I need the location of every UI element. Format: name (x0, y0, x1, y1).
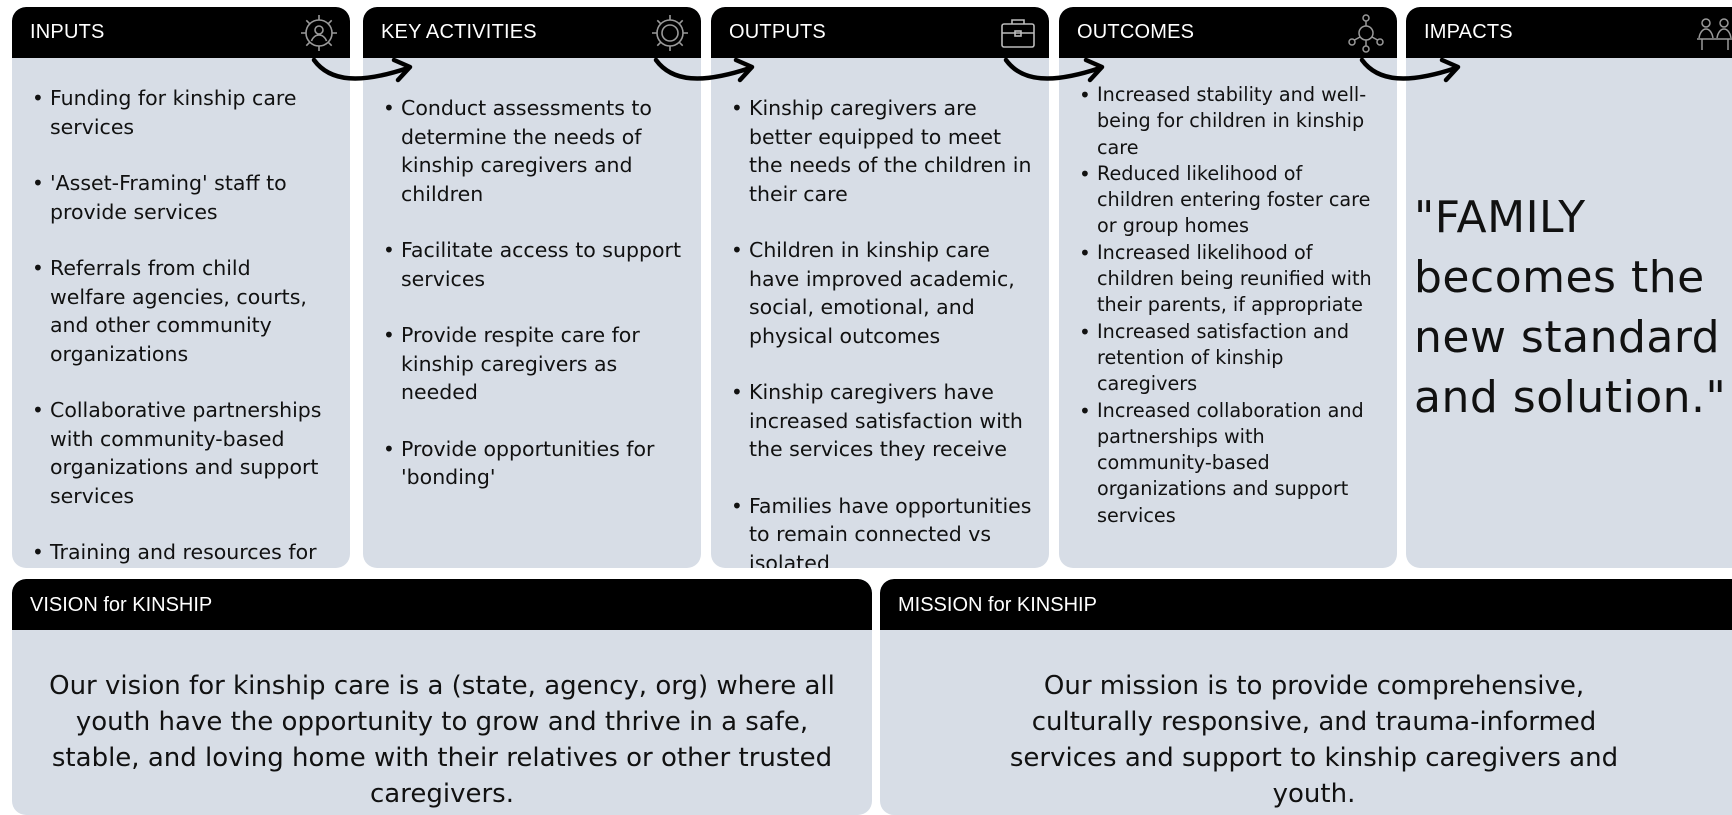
list-item: Children in kinship care have improved a… (731, 236, 1037, 350)
column-header-outputs: OUTPUTS (711, 7, 1049, 58)
list-item: Collaborative partnerships with communit… (32, 396, 332, 510)
list-item: Facilitate access to support services (383, 236, 683, 293)
column-title: OUTPUTS (729, 21, 826, 43)
column-title: IMPACTS (1424, 21, 1513, 43)
vision-panel: VISION for KINSHIP Our vision for kinshi… (12, 579, 872, 815)
column-title: INPUTS (30, 21, 105, 43)
impact-quote: "FAMILY becomes the new standard and sol… (1414, 192, 1727, 423)
list-item: Increased collaboration and partnerships… (1079, 398, 1385, 529)
mission-header: MISSION for KINSHIP (880, 579, 1732, 630)
mission-title: MISSION for KINSHIP (898, 594, 1097, 616)
list-item: 'Asset-Framing' staff to provide service… (32, 169, 332, 226)
column-key-activities: KEY ACTIVITIES Conduct assessments to de… (363, 7, 701, 568)
list-item: Training and resources for kinship careg… (32, 538, 332, 568)
list-item: Funding for kinship care services (32, 84, 332, 141)
person-gear-icon (301, 15, 337, 51)
column-header-outcomes: OUTCOMES (1059, 7, 1397, 58)
vision-header: VISION for KINSHIP (12, 579, 872, 630)
group-network-icon (1348, 14, 1384, 53)
mission-text: Our mission is to provide comprehensive,… (1009, 671, 1619, 809)
flow-arrow-icon (653, 57, 755, 83)
column-title: OUTCOMES (1077, 21, 1195, 43)
column-header-key-activities: KEY ACTIVITIES (363, 7, 701, 58)
list-item: Provide respite care for kinship caregiv… (383, 321, 683, 407)
flow-arrow-icon (311, 57, 413, 83)
meeting-people-icon (1697, 18, 1732, 50)
briefcase-icon (1001, 19, 1035, 48)
inputs-list: Funding for kinship care services 'Asset… (12, 84, 332, 568)
list-item: Increased stability and well-being for c… (1079, 82, 1385, 161)
mission-panel: MISSION for KINSHIP Our mission is to pr… (880, 579, 1732, 815)
list-item: Referrals from child welfare agencies, c… (32, 254, 332, 368)
gear-icon (652, 15, 688, 51)
column-header-inputs: INPUTS (12, 7, 350, 58)
list-item: Families have opportunities to remain co… (731, 492, 1037, 569)
column-outputs: OUTPUTS Kinship caregivers are better eq… (711, 7, 1049, 568)
vision-text: Our vision for kinship care is a (state,… (49, 671, 835, 809)
list-item: Increased likelihood of children being r… (1079, 240, 1385, 319)
column-header-impacts: IMPACTS (1406, 7, 1732, 58)
flow-arrow-icon (1359, 57, 1461, 83)
list-item: Conduct assessments to determine the nee… (383, 94, 683, 208)
flow-arrow-icon (1003, 57, 1105, 83)
column-title: KEY ACTIVITIES (381, 21, 537, 43)
column-inputs: INPUTS Funding for kinship care services… (12, 7, 350, 568)
list-item: Provide opportunities for 'bonding' (383, 435, 683, 492)
list-item: Kinship caregivers have increased satisf… (731, 378, 1037, 464)
list-item: Kinship caregivers are better equipped t… (731, 94, 1037, 208)
key-activities-list: Conduct assessments to determine the nee… (363, 94, 683, 492)
outcomes-list: Increased stability and well-being for c… (1059, 82, 1385, 529)
vision-title: VISION for KINSHIP (30, 594, 213, 616)
column-impacts: IMPACTS "FAMILY becomes the new standard… (1406, 7, 1732, 568)
list-item: Increased satisfaction and retention of … (1079, 319, 1385, 398)
column-outcomes: OUTCOMES Increased stability and well-be… (1059, 7, 1397, 568)
outputs-list: Kinship caregivers are better equipped t… (711, 94, 1037, 568)
list-item: Reduced likelihood of children entering … (1079, 161, 1385, 240)
